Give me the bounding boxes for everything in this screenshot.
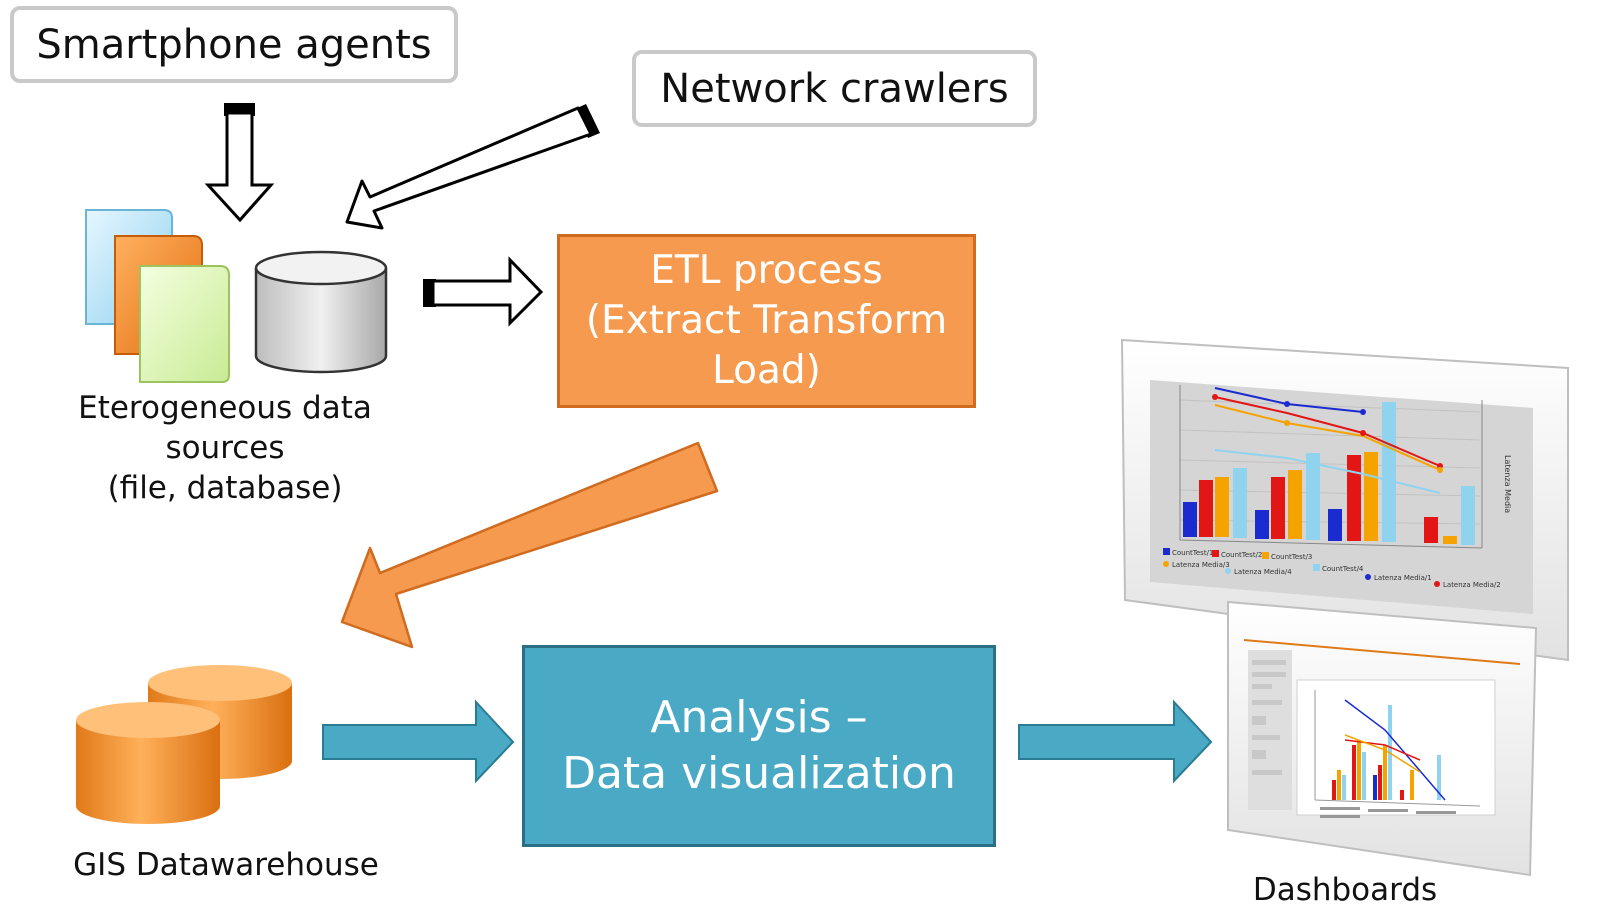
sources-caption-line-3: (file, database)	[107, 470, 343, 506]
gis-database-icon	[76, 665, 292, 824]
dashboard-screenshot-icon: CountTest/1 CountTest/2 CountTest/3 Coun…	[1120, 338, 1569, 662]
analysis-subtitle: Data visualization	[562, 748, 956, 799]
dashboard-right-axis-label: Latenza Media	[1503, 455, 1512, 513]
dashboard-legend-item-5: Latenza Media/1	[1374, 574, 1432, 582]
database-cylinder-icon	[254, 250, 388, 374]
etl-process-box: ETL process (Extract Transform Load)	[557, 234, 976, 408]
dashboard-legend-item-2: CountTest/2	[1221, 551, 1262, 559]
etl-subtitle-1: (Extract Transform	[585, 298, 948, 343]
gis-to-analysis-arrow-icon	[322, 699, 515, 784]
sources-caption-line-1: Eterogeneous data	[78, 390, 372, 426]
dashboard-legend-item-6: Latenza Media/2	[1443, 581, 1501, 589]
diagonal-arrow-icon	[345, 104, 600, 230]
etl-title: ETL process	[650, 248, 883, 293]
sources-caption: Eterogeneous data sources (file, databas…	[60, 388, 390, 508]
dashboards-caption: Dashboards	[1252, 872, 1438, 908]
dashboard-legend-item-3: CountTest/3	[1271, 553, 1312, 561]
etl-subtitle-2: Load)	[712, 348, 821, 393]
gis-caption: GIS Datawarehouse	[73, 847, 379, 883]
down-arrow-icon	[204, 103, 275, 223]
dashboard-screenshot-icon-2	[1227, 600, 1538, 877]
sources-caption-line-2: sources	[165, 430, 285, 466]
network-crawlers-box: Network crawlers	[632, 50, 1037, 127]
analysis-title: Analysis –	[650, 692, 868, 743]
network-crawlers-label: Network crawlers	[660, 65, 1009, 112]
dashboard-legend-item-4: CountTest/4	[1322, 565, 1364, 573]
document-stack-icon	[85, 209, 230, 383]
right-arrow-icon	[423, 256, 544, 327]
dashboard-legend-item-7: Latenza Media/3	[1172, 561, 1230, 569]
analysis-box: Analysis – Data visualization	[522, 645, 996, 847]
etl-to-gis-arrow-icon	[340, 441, 719, 649]
dashboard-legend-item-1: CountTest/1	[1172, 549, 1213, 557]
analysis-to-dashboards-arrow-icon	[1018, 699, 1213, 784]
dashboard-legend-item-8: Latenza Media/4	[1234, 568, 1292, 576]
smartphone-agents-box: Smartphone agents	[10, 6, 458, 83]
smartphone-agents-label: Smartphone agents	[36, 21, 432, 68]
